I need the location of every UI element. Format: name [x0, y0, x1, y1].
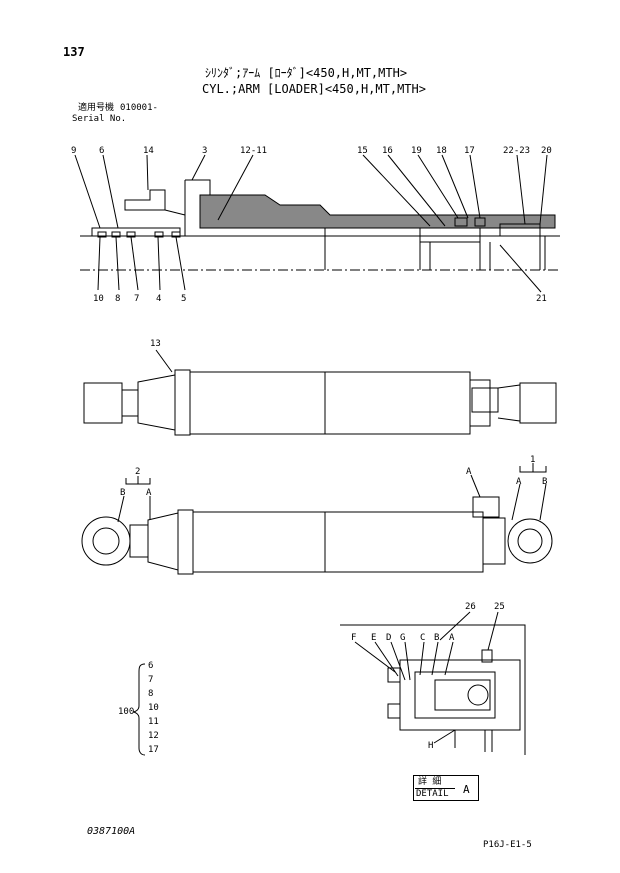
- label-4: 4: [156, 294, 161, 304]
- detail-label-26: 26: [465, 602, 476, 612]
- detail-label-25: 25: [494, 602, 505, 612]
- label-22-23: 22-23: [503, 146, 530, 156]
- side-view: [83, 349, 557, 436]
- detail-label-e: E: [371, 633, 376, 643]
- label-9: 9: [71, 146, 76, 156]
- label-1-b: B: [542, 477, 547, 487]
- label-2: 2: [135, 467, 140, 477]
- kit-item-11: 11: [148, 717, 159, 727]
- title-japanese: ｼﾘﾝﾀﾞ;ｱｰﾑ [ﾛｰﾀﾞ]<450,H,MT,MTH>: [205, 66, 408, 80]
- label-10: 10: [93, 294, 104, 304]
- page-code: P16J-E1-5: [483, 840, 532, 850]
- label-19: 19: [411, 146, 422, 156]
- label-a-ref: A: [466, 467, 472, 477]
- label-6: 6: [99, 146, 104, 156]
- document-id: 0387100A: [87, 826, 136, 837]
- label-17: 17: [464, 146, 475, 156]
- detail-caption-ref: A: [463, 783, 470, 796]
- detail-label-a: A: [449, 633, 455, 643]
- label-3: 3: [202, 146, 207, 156]
- kit-item-10: 10: [148, 703, 159, 713]
- detail-view: [340, 611, 526, 755]
- end-view: [81, 463, 553, 575]
- detail-label-h: H: [428, 741, 433, 751]
- kit-brace: [132, 663, 146, 756]
- serial-label-english: Serial No.: [72, 114, 127, 124]
- label-2-a: A: [146, 488, 152, 498]
- detail-caption-box: [413, 775, 479, 801]
- page-number: 137: [63, 45, 85, 59]
- detail-label-d: D: [386, 633, 391, 643]
- kit-item-12: 12: [148, 731, 159, 741]
- label-2-b: B: [120, 488, 125, 498]
- kit-item-7: 7: [148, 675, 153, 685]
- detail-label-b: B: [434, 633, 439, 643]
- label-5: 5: [181, 294, 186, 304]
- title-english: CYL.;ARM [LOADER]<450,H,MT,MTH>: [202, 82, 426, 96]
- kit-item-8: 8: [148, 689, 153, 699]
- label-1-a: A: [516, 477, 522, 487]
- detail-label-f: F: [351, 633, 356, 643]
- label-14: 14: [143, 146, 154, 156]
- label-7: 7: [134, 294, 139, 304]
- section-view: [74, 154, 560, 293]
- kit-number: 100: [118, 707, 134, 717]
- kit-item-6: 6: [148, 661, 153, 671]
- detail-caption-divider: [415, 788, 455, 789]
- label-13: 13: [150, 339, 161, 349]
- label-16: 16: [382, 146, 393, 156]
- label-18: 18: [436, 146, 447, 156]
- label-21: 21: [536, 294, 547, 304]
- detail-caption-japanese: 詳 細: [418, 777, 442, 787]
- kit-item-17: 17: [148, 745, 159, 755]
- label-12-11: 12-11: [240, 146, 267, 156]
- detail-label-g: G: [400, 633, 405, 643]
- detail-caption-english: DETAIL: [416, 789, 449, 799]
- label-8: 8: [115, 294, 120, 304]
- detail-label-c: C: [420, 633, 425, 643]
- label-20: 20: [541, 146, 552, 156]
- label-1: 1: [530, 455, 535, 465]
- serial-value: 010001-: [120, 103, 158, 113]
- serial-label-japanese: 適用号機: [78, 103, 115, 113]
- label-15: 15: [357, 146, 368, 156]
